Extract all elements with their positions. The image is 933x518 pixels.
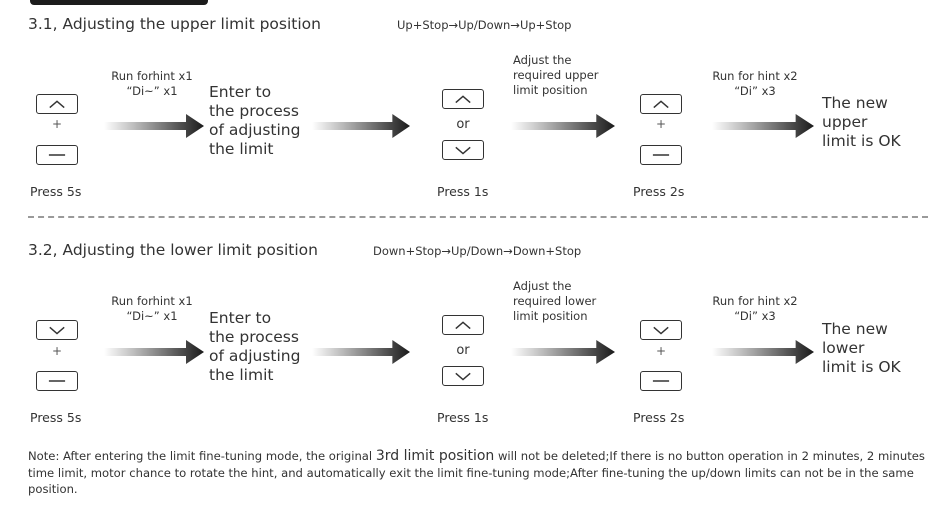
plus-sign: + <box>51 117 63 131</box>
stop-button-icon <box>36 145 78 165</box>
up-button-icon <box>36 94 78 114</box>
press-label: Press 5s <box>30 410 82 425</box>
result-text: The new upper limit is OK <box>822 94 901 150</box>
down-button-icon <box>36 320 78 340</box>
press-label: Press 1s <box>437 184 489 199</box>
flow-arrow-icon <box>712 338 814 366</box>
hint-text: Run for hint x2 “Di” x3 <box>712 69 798 98</box>
sequence-upper: Up+Stop→Up/Down→Up+Stop <box>397 18 572 32</box>
hint-text: Run forhint x1 “Di~” x1 <box>111 294 193 323</box>
section-title-lower: 3.2, Adjusting the lower limit position <box>28 241 318 259</box>
press-label: Press 2s <box>633 184 685 199</box>
or-label: or <box>456 117 470 132</box>
hint-text: Adjust the required lower limit position <box>513 279 597 323</box>
flow-arrow-icon <box>511 338 615 366</box>
up-button-icon <box>442 315 484 335</box>
stop-button-icon <box>640 145 682 165</box>
down-button-icon <box>640 320 682 340</box>
hint-text: Run for hint x2 “Di” x3 <box>712 294 798 323</box>
flow-arrow-icon <box>312 338 410 366</box>
hint-text: Adjust the required upper limit position <box>513 53 599 97</box>
process-text: Enter to the process of adjusting the li… <box>209 309 301 384</box>
stop-button-icon <box>640 371 682 391</box>
down-button-icon <box>442 140 484 160</box>
section-divider <box>28 216 928 218</box>
press-label: Press 2s <box>633 410 685 425</box>
flow-arrow-icon <box>312 112 410 140</box>
stop-button-icon <box>36 371 78 391</box>
down-button-icon <box>442 366 484 386</box>
note-emphasis: 3rd limit position <box>375 448 495 464</box>
process-text: Enter to the process of adjusting the li… <box>209 83 301 158</box>
up-button-icon <box>640 94 682 114</box>
plus-sign: + <box>51 344 63 358</box>
hint-text: Run forhint x1 “Di~” x1 <box>111 69 193 98</box>
sequence-lower: Down+Stop→Up/Down→Down+Stop <box>373 244 582 258</box>
section-title-upper: 3.1, Adjusting the upper limit position <box>28 15 321 33</box>
plus-sign: + <box>655 117 667 131</box>
header-tab-bar <box>30 0 208 5</box>
flow-arrow-icon <box>104 338 204 366</box>
result-text: The new lower limit is OK <box>822 320 901 376</box>
or-label: or <box>456 343 470 358</box>
note-paragraph: Note: After entering the limit fine-tuni… <box>28 448 925 496</box>
press-label: Press 1s <box>437 410 489 425</box>
plus-sign: + <box>655 344 667 358</box>
flow-arrow-icon <box>104 112 204 140</box>
flow-arrow-icon <box>712 112 814 140</box>
flow-arrow-icon <box>511 112 615 140</box>
up-button-icon <box>442 89 484 109</box>
press-label: Press 5s <box>30 184 82 199</box>
